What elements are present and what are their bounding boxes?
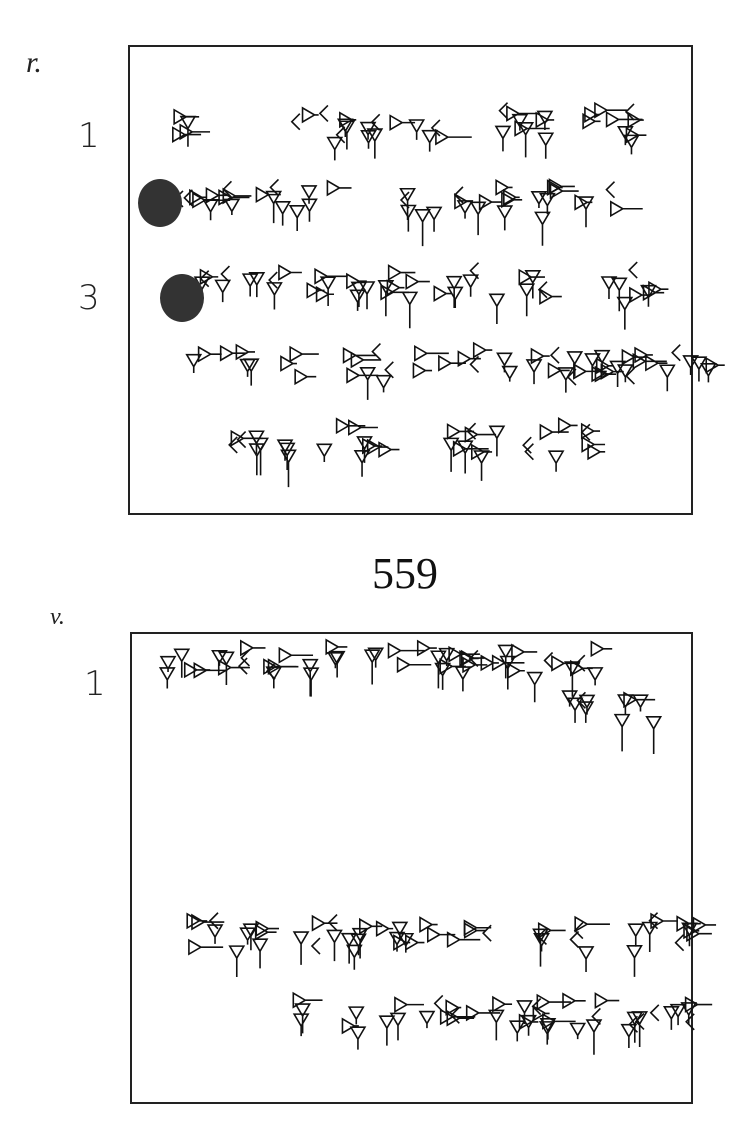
damaged-area-hatching: [160, 274, 204, 322]
cuneiform-sign: [341, 1006, 367, 1050]
cuneiform-sign: [495, 179, 523, 231]
cuneiform-sign: [494, 102, 550, 158]
cuneiform-sign: [433, 275, 464, 309]
obverse-label: r.: [26, 46, 42, 79]
cuneiform-sign: [172, 108, 211, 147]
cuneiform-sign: [584, 349, 624, 383]
cuneiform-sign: [342, 347, 382, 384]
cuneiform-sign: [582, 101, 643, 130]
cuneiform-sign: [535, 110, 555, 159]
cuneiform-sign: [626, 912, 678, 977]
cuneiform-sign: [346, 272, 376, 311]
line-number-1-obverse: 1: [78, 116, 100, 156]
cuneiform-sign: [418, 994, 476, 1029]
cuneiform-sign: [388, 921, 425, 953]
cuneiform-sign: [574, 181, 643, 228]
cuneiform-sign: [353, 436, 400, 477]
reverse-tablet-frame: [130, 632, 693, 1104]
cuneiform-sign: [185, 344, 247, 373]
cuneiform-sign: [306, 267, 348, 306]
cuneiform-sign: [530, 178, 579, 246]
line-number-3-obverse: 3: [78, 278, 100, 318]
cuneiform-sign: [640, 280, 669, 307]
cuneiform-sign: [235, 343, 260, 386]
cuneiform-sign: [561, 690, 596, 723]
cuneiform-sign: [228, 429, 269, 476]
cuneiform-sign: [518, 268, 562, 317]
cuneiform-sign: [613, 691, 663, 755]
cuneiform-sign: [662, 996, 713, 1031]
cuneiform-sign: [292, 991, 323, 1037]
cuneiform-sign: [363, 642, 432, 685]
cuneiform-sign: [453, 186, 503, 236]
damaged-area-hatching: [138, 179, 182, 227]
cuneiform-sign: [290, 104, 329, 131]
cuneiform-sign: [408, 119, 472, 152]
cuneiform-sign: [301, 638, 348, 697]
cuneiform-sign: [377, 264, 430, 329]
cuneiform-sign: [340, 917, 394, 970]
cuneiform-sign: [419, 916, 481, 949]
cuneiform-sign: [315, 417, 378, 462]
cuneiform-sign: [378, 996, 424, 1046]
cuneiform-sign: [158, 648, 228, 689]
cuneiform-sign: [211, 639, 266, 685]
cuneiform-sign: [359, 113, 416, 159]
cuneiform-sign: [620, 1004, 660, 1049]
cuneiform-sign: [241, 264, 302, 310]
cuneiform-sign: [480, 643, 538, 690]
cuneiform-sign: [645, 344, 681, 392]
cuneiform-sign: [276, 439, 297, 488]
cuneiform-sign: [399, 187, 443, 247]
cuneiform-sign: [456, 422, 506, 481]
cuneiform-sign: [674, 915, 717, 952]
cuneiform-sign: [547, 346, 607, 393]
cuneiform-sign: [263, 646, 314, 689]
cuneiform-sign: [457, 341, 493, 373]
cuneiform-sign: [547, 417, 606, 472]
cuneiform-sign: [186, 912, 225, 956]
cuneiform-sign: [326, 111, 357, 161]
catalog-number: 559: [372, 549, 438, 598]
obverse-tablet-frame: [128, 45, 693, 515]
cuneiform-sign: [280, 345, 319, 386]
cuneiform-sign: [292, 913, 343, 965]
cuneiform-sign: [563, 640, 613, 697]
line-number-1-reverse: 1: [84, 664, 106, 704]
cuneiform-sign: [682, 355, 725, 383]
cuneiform-sign: [288, 179, 352, 232]
cuneiform-sign: [532, 922, 566, 967]
cuneiform-sign: [255, 178, 292, 226]
cuneiform-sign: [463, 919, 492, 942]
cuneiform-sign: [522, 423, 569, 461]
cuneiform-sign: [202, 180, 252, 221]
cuneiform-sign: [536, 992, 586, 1045]
cuneiform-sign: [609, 346, 667, 388]
cuneiform-sign: [569, 992, 620, 1055]
cuneiform-sign: [496, 347, 550, 385]
cuneiform-sign: [465, 995, 513, 1041]
cuneiform-sign: [359, 343, 394, 400]
cuneiform-sign: [569, 915, 610, 973]
cuneiform-sign: [228, 920, 279, 978]
cuneiform-sign: [462, 262, 506, 325]
reverse-label: v.: [50, 604, 65, 630]
cuneiform-sign: [616, 103, 647, 155]
